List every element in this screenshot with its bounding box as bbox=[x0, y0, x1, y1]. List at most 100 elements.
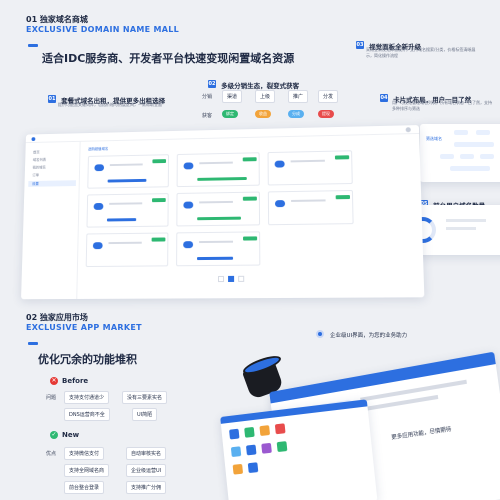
progress-bar bbox=[197, 256, 234, 261]
status-pill bbox=[335, 195, 351, 200]
page-1[interactable] bbox=[228, 275, 235, 282]
app-icon bbox=[230, 446, 242, 458]
feature-04: 04 卡片式布局，用户一目了然 bbox=[380, 87, 471, 106]
status-pill bbox=[151, 237, 166, 242]
domain-mall-dashboard-mockup: 首页 域名列表 我的域名 订单 设置 选购超值域名 bbox=[21, 125, 425, 300]
mock-chip bbox=[454, 130, 468, 135]
mock-line bbox=[446, 227, 476, 230]
now-item: 前台整合登录 bbox=[64, 481, 105, 494]
dist-pill-orange: 收益 bbox=[255, 110, 271, 118]
accent-bar bbox=[28, 44, 38, 47]
dist-pill-green: 绑定 bbox=[222, 110, 238, 118]
sidebar-item: 订单 bbox=[32, 173, 40, 178]
cloud-icon bbox=[94, 164, 105, 172]
domain-card bbox=[176, 152, 260, 188]
cloud-icon bbox=[274, 160, 285, 168]
domain-card bbox=[267, 150, 353, 186]
domain-card bbox=[267, 189, 354, 226]
mock-page-header: 选购超值域名 bbox=[88, 146, 109, 152]
app-icon bbox=[232, 463, 244, 475]
progress-bar bbox=[106, 218, 137, 222]
domain-card bbox=[86, 193, 169, 228]
before-item: DNS运营商不全 bbox=[64, 408, 110, 421]
mock-label: 筛选域名 bbox=[426, 136, 442, 141]
app-icon bbox=[261, 442, 272, 454]
domain-card bbox=[176, 231, 261, 267]
now-item: 企业级运营UI bbox=[126, 464, 167, 477]
callout-dot bbox=[316, 330, 324, 338]
dist-row1-label: 分销 bbox=[202, 94, 213, 100]
feature-title: 多级分销生态，裂变式获客 bbox=[221, 82, 300, 90]
cloud-icon bbox=[92, 242, 103, 250]
section2-headline: 优化冗余的功能堆积 bbox=[38, 353, 137, 366]
section2-english-title: EXCLUSIVE APP MARKET bbox=[26, 323, 142, 332]
check-icon: ✓ bbox=[50, 431, 58, 439]
mock-chip bbox=[460, 154, 474, 159]
sidebar-item: 我的域名 bbox=[32, 165, 46, 170]
mock-line bbox=[199, 200, 233, 204]
domain-card bbox=[85, 232, 169, 268]
feature-01: 01 套餐式域名出租，提供更多出租选择 bbox=[48, 88, 165, 107]
app-icon bbox=[247, 462, 259, 474]
mock-chip bbox=[454, 142, 494, 147]
app-icon bbox=[245, 444, 257, 456]
status-pill bbox=[152, 159, 167, 164]
feature-badge: 01 bbox=[48, 94, 56, 103]
mock-line bbox=[108, 241, 142, 245]
now-item: 支持微信支付 bbox=[64, 447, 105, 460]
feature-badge: 03 bbox=[356, 40, 364, 49]
now-item: 自动审核实名 bbox=[126, 447, 167, 460]
feature-01-desc: 提供可配置关键词库，包括价格与热度区间，一款帮助全面 bbox=[58, 102, 162, 107]
cloud-icon bbox=[183, 241, 194, 249]
section2-number-title: 02 独家应用市场 bbox=[26, 313, 88, 322]
app-list-mockup bbox=[220, 399, 378, 500]
now-label: New bbox=[62, 431, 80, 439]
cloud-icon bbox=[183, 162, 194, 170]
page-prev[interactable] bbox=[218, 275, 225, 283]
progress-bar bbox=[197, 216, 241, 221]
now-item: 支持全网域名商 bbox=[64, 464, 110, 477]
feature-badge: 05 bbox=[420, 199, 428, 208]
status-pill bbox=[243, 236, 258, 241]
feature-03-desc: 采用全新视觉体验设计，支持域名搜索/分类，价格标签清晰展示，简化操作流程 bbox=[366, 47, 476, 58]
app-icon bbox=[229, 428, 240, 440]
status-pill bbox=[242, 157, 257, 162]
sidebar-item: 首页 bbox=[32, 150, 40, 155]
card-layout-mock: 筛选域名 bbox=[420, 124, 500, 182]
mock-chip bbox=[476, 130, 490, 135]
feature-title: 视觉面板全新升级 bbox=[369, 43, 422, 51]
cloud-icon bbox=[183, 201, 194, 209]
pagination[interactable] bbox=[218, 275, 340, 283]
app-icon bbox=[276, 441, 288, 453]
mock-chip bbox=[440, 154, 454, 159]
page-next[interactable] bbox=[238, 275, 245, 282]
feature-title: 卡片式布局，用户一目了然 bbox=[393, 96, 472, 104]
status-pill bbox=[151, 198, 166, 203]
dist-tag: 分发 bbox=[318, 90, 339, 103]
mock-topbar bbox=[25, 125, 420, 144]
section1-headline: 适合IDC服务商、开发者平台快速变现闲置域名资源 bbox=[42, 52, 295, 65]
mock-line bbox=[109, 202, 143, 205]
sidebar-item: 域名列表 bbox=[32, 157, 47, 162]
now-prefix: 优点 bbox=[46, 451, 57, 457]
dist-tag: 推广 bbox=[288, 90, 309, 103]
dist-pill-red: 提现 bbox=[318, 110, 334, 118]
section1-english-title: EXCLUSIVE DOMAIN NAME MALL bbox=[26, 25, 180, 34]
domain-card bbox=[87, 154, 170, 189]
avatar bbox=[405, 127, 411, 133]
logo-icon bbox=[31, 137, 36, 142]
feature-badge: 04 bbox=[380, 93, 388, 102]
sidebar-item: 设置 bbox=[32, 181, 39, 186]
status-pill bbox=[242, 196, 257, 201]
feature-02: 02 多级分销生态，裂变式获客 bbox=[208, 73, 299, 92]
cloud-icon bbox=[274, 200, 286, 208]
mock-line bbox=[199, 161, 233, 165]
progress-bar bbox=[197, 177, 247, 181]
dist-row2-label: 获客 bbox=[202, 113, 213, 119]
feature-03: 03 视觉面板全新升级 bbox=[356, 34, 421, 53]
before-item: 没有三要素实名 bbox=[122, 391, 168, 404]
accent-bar bbox=[28, 342, 38, 345]
progress-bar bbox=[107, 178, 147, 183]
mock-chip bbox=[480, 154, 494, 159]
cloud-icon bbox=[93, 202, 104, 210]
